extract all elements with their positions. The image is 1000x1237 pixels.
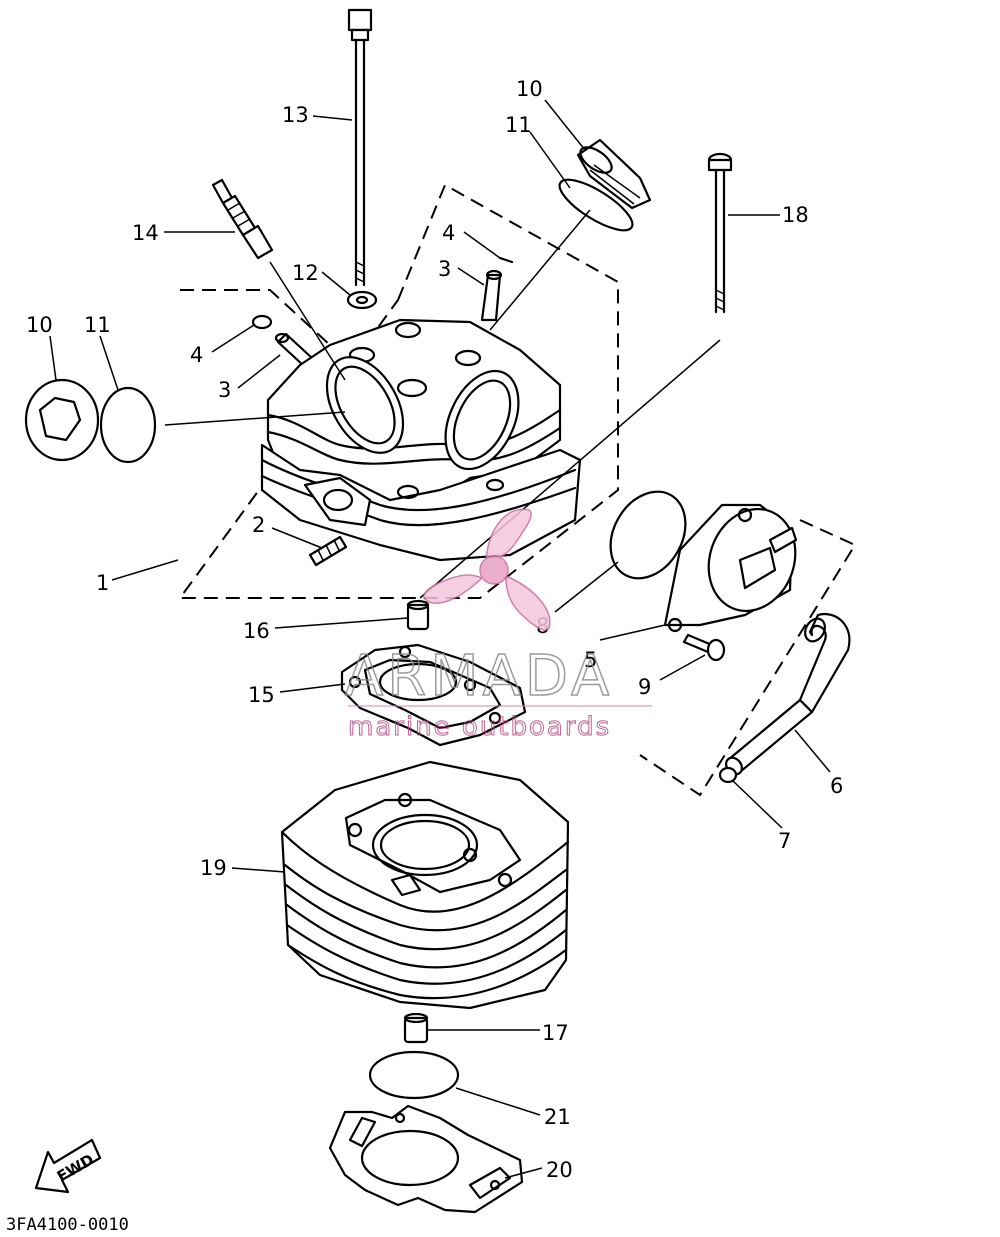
- armada-watermark: ARMADA marine outboards: [344, 508, 652, 743]
- cap-10-upper: [576, 138, 652, 210]
- callout-14: 14: [132, 221, 159, 245]
- callout-4: 4: [190, 343, 203, 367]
- propeller-logo: [423, 508, 551, 631]
- callout-21: 21: [544, 1105, 571, 1129]
- stud-2: [308, 535, 348, 567]
- callout-11: 11: [84, 313, 111, 337]
- o-ring-11-left: [99, 386, 157, 464]
- callout-13: 13: [282, 103, 309, 127]
- callout-10: 10: [26, 313, 53, 337]
- forward-direction-arrow: FWD: [34, 1138, 102, 1194]
- callout-labels: 1 2 3 3 4 4 5 6 7 8 9 10 10 11 11 12 13 …: [26, 77, 843, 1182]
- callout-2: 2: [252, 513, 265, 537]
- stud-bolt-18: [707, 152, 733, 314]
- callout-9: 9: [638, 675, 651, 699]
- callout-1: 1: [96, 571, 109, 595]
- callout-10: 10: [516, 77, 543, 101]
- callout-19: 19: [200, 856, 227, 880]
- callout-3: 3: [438, 257, 451, 281]
- o-ring-21: [368, 1050, 460, 1100]
- breather-assembly-outline: [639, 519, 857, 797]
- callout-7: 7: [778, 829, 791, 853]
- washer-12: [346, 290, 378, 310]
- callout-4: 4: [442, 221, 455, 245]
- valve-cotter-4-right: [498, 256, 514, 264]
- dowel-pin-17: [403, 1012, 429, 1044]
- callout-11: 11: [505, 113, 532, 137]
- base-gasket-20: [328, 1104, 524, 1214]
- callout-17: 17: [542, 1021, 569, 1045]
- diagram-code: 3FA4100-0010: [6, 1215, 129, 1235]
- o-ring-4-left: [251, 314, 273, 330]
- callout-16: 16: [243, 619, 270, 643]
- spark-plug-14: [211, 178, 274, 260]
- screw-9: [682, 633, 726, 662]
- head-bolt-13: [347, 8, 373, 287]
- callout-5: 5: [584, 648, 597, 672]
- watermark-tagline: marine outboards: [348, 712, 611, 742]
- valve-guide-3-right: [480, 269, 503, 322]
- hose-clip-7: [718, 766, 738, 784]
- callout-3: 3: [218, 378, 231, 402]
- callout-18: 18: [782, 203, 809, 227]
- o-ring-8: [609, 490, 687, 580]
- cylinder-19: [280, 760, 570, 1010]
- callout-6: 6: [830, 774, 843, 798]
- callout-15: 15: [248, 683, 275, 707]
- breather-cover-5: [663, 503, 798, 633]
- cap-10-left: [24, 378, 100, 462]
- callout-20: 20: [546, 1158, 573, 1182]
- dowel-pin-16: [406, 599, 430, 631]
- o-ring-11-upper: [558, 178, 634, 232]
- head-gasket-15: [340, 643, 527, 747]
- cylinder-head-assembly-outline: [178, 183, 619, 599]
- callout-12: 12: [292, 261, 319, 285]
- watermark-brand: ARMADA: [345, 644, 613, 709]
- leader-lines: [49, 99, 831, 1179]
- breather-hose-6: [725, 612, 851, 776]
